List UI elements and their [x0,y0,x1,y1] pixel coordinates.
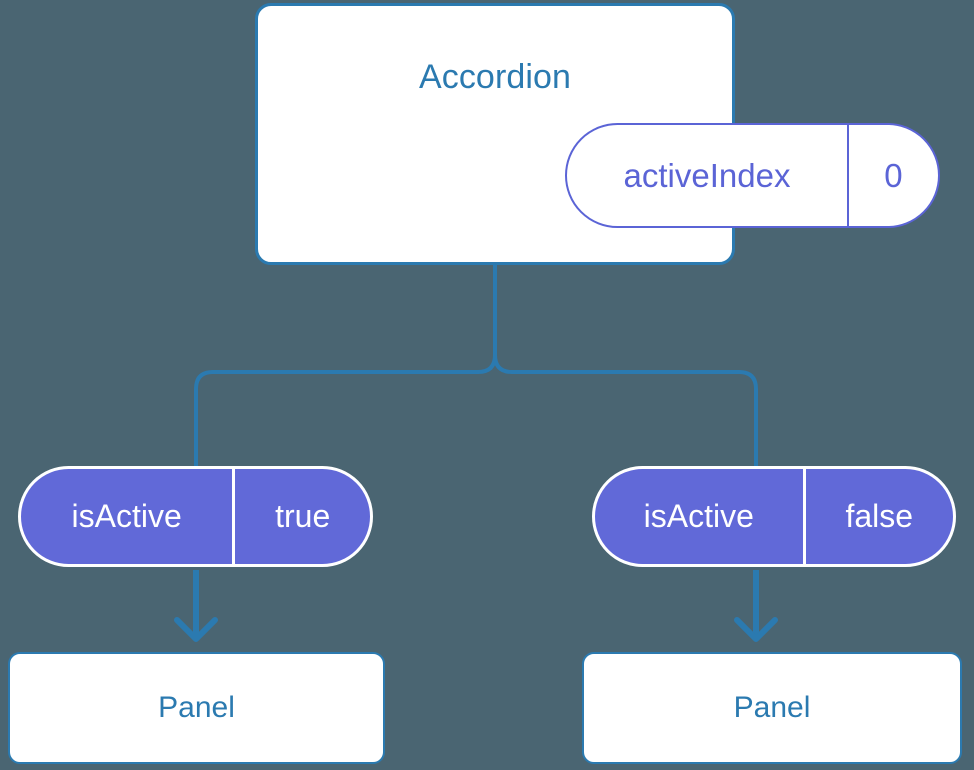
left-state-key: isActive [71,498,182,534]
left-panel-node[interactable]: Panel [8,652,385,764]
left-state-pill[interactable]: isActive true [18,466,373,567]
right-state-value: false [802,469,954,564]
connector-root-to-right-branch [493,263,758,468]
accordion-prop-value: 0 [846,125,938,226]
right-state-pill[interactable]: isActive false [592,466,956,567]
arrow-right-down-icon [734,570,778,642]
right-panel-label: Panel [733,691,811,724]
right-panel-node[interactable]: Panel [582,652,962,764]
right-state-key: isActive [643,498,754,534]
accordion-node[interactable]: Accordion activeIndex 0 [255,3,940,265]
left-panel-label: Panel [158,691,235,724]
arrow-left-down-icon [174,570,218,642]
accordion-prop-key: activeIndex [623,156,791,194]
accordion-prop-pill[interactable]: activeIndex 0 [565,123,940,228]
left-state-value: true [232,469,370,564]
accordion-node-title: Accordion [418,58,572,96]
connector-root-to-left-branch [194,263,497,468]
